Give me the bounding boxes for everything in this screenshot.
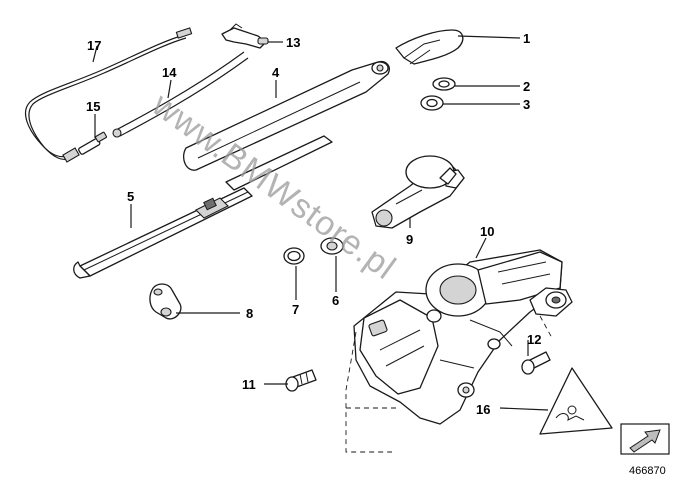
part-4-wiper-arm <box>182 60 390 171</box>
callout-17: 17 <box>87 38 101 53</box>
callout-15: 15 <box>86 99 100 114</box>
part-6-seal <box>320 237 344 255</box>
callout-5: 5 <box>127 189 134 204</box>
callout-7: 7 <box>292 302 299 317</box>
callout-12: 12 <box>527 332 541 347</box>
part-7-o-ring <box>283 247 305 265</box>
part-9-spindle-bracket <box>371 155 465 229</box>
callout-14: 14 <box>162 65 177 80</box>
part-12-bolt <box>521 351 551 375</box>
part-15-connector <box>78 131 108 155</box>
callout-6: 6 <box>332 293 339 308</box>
callout-9: 9 <box>406 232 413 247</box>
callout-16: 16 <box>476 402 490 417</box>
part-8-elbow <box>149 283 182 320</box>
assembly-guide-lines <box>345 315 553 453</box>
leader-lines <box>92 35 549 411</box>
callout-11: 11 <box>242 377 256 392</box>
part-13-nozzle <box>221 23 269 49</box>
part-10-wiper-motor <box>353 249 573 425</box>
callout-1: 1 <box>523 31 530 46</box>
part-11-bolt <box>285 369 317 392</box>
callout-13: 13 <box>286 35 300 50</box>
blade-insert-strip <box>225 135 333 191</box>
triangle-warning-icon <box>539 367 613 435</box>
callout-3: 3 <box>523 97 530 112</box>
callout-2: 2 <box>523 79 530 94</box>
part-2-washer <box>432 77 456 91</box>
part-5-wiper-blade <box>73 187 253 279</box>
part-14-hose <box>112 51 249 138</box>
part-17-washer-hose <box>25 27 193 163</box>
callout-4: 4 <box>272 65 280 80</box>
callout-labels: 1 2 3 4 5 6 7 8 9 10 11 12 13 14 15 16 1… <box>86 31 541 417</box>
part-1-cover-cap <box>395 29 464 65</box>
diagram-number: 466870 <box>629 465 666 477</box>
part-3-washer <box>420 95 444 111</box>
callout-8: 8 <box>246 306 253 321</box>
arrow-next-icon[interactable] <box>620 423 670 455</box>
callout-10: 10 <box>480 224 494 239</box>
